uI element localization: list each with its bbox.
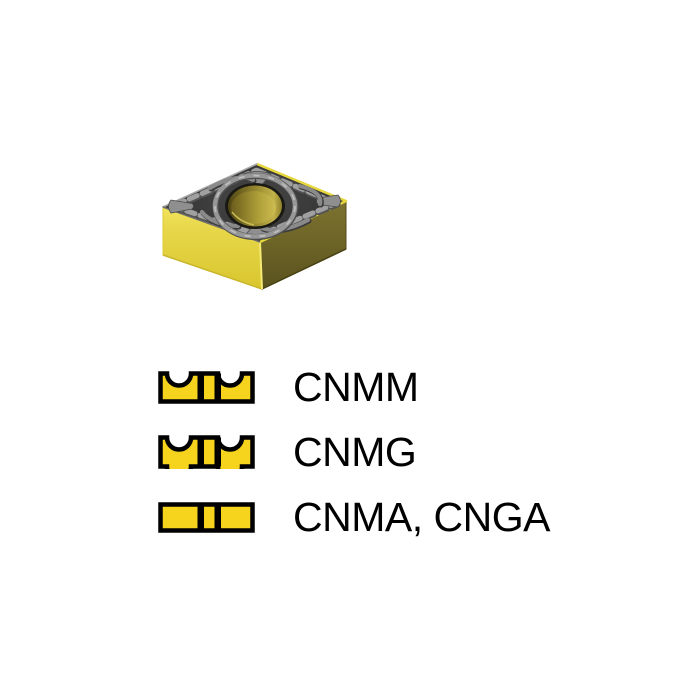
insert-bottom-edge-left [162, 254, 263, 290]
insert-front-corner-edge [259, 241, 263, 290]
hole-inner-highlight [231, 211, 255, 226]
insert-3d-render [150, 148, 360, 303]
insert-3d-svg [162, 162, 348, 290]
legend-label-cnmg: CNMG [293, 428, 417, 475]
legend-row-cnma-cnga: CNMA, CNGA [158, 495, 550, 539]
profile-chipbreaker-top-side-icon [158, 370, 255, 404]
insert-top-rim-highlight [162, 163, 258, 208]
profile-flat-no-chipbreaker-icon [158, 501, 255, 533]
legend-row-cnmm: CNMM [158, 365, 419, 409]
legend-row-cnmg: CNMG [158, 428, 417, 475]
chipbreaker-hole-ring-texture [214, 174, 296, 238]
profile-chipbreaker-both-sides-icon [158, 435, 255, 469]
legend-label-cnma-cnga: CNMA, CNGA [293, 493, 550, 540]
hole-bottom [231, 191, 276, 224]
legend-label-cnmm: CNMM [293, 363, 419, 410]
insert-bottom-edge-right [261, 248, 347, 290]
chipbreaker-corner-chevron-left [168, 199, 194, 214]
